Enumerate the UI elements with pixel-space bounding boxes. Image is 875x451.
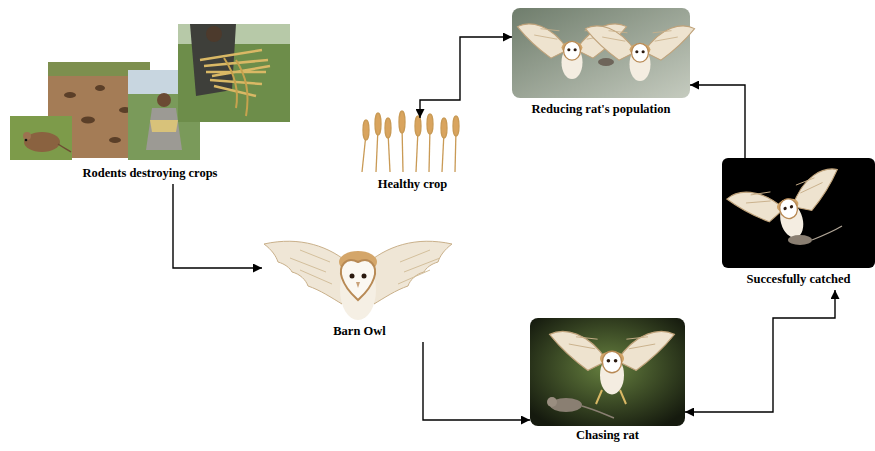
panel-caption: Rodents destroying crops <box>10 165 290 181</box>
barn-owl-picture-part <box>264 241 352 304</box>
rodent-collage-part <box>81 117 95 124</box>
caught-rat-picture-part <box>788 235 812 245</box>
rodent-collage-part <box>146 108 182 150</box>
panel-caption: Healthy crop <box>355 176 470 192</box>
caught-rat-picture-part <box>726 167 851 252</box>
owl-pair-picture-part <box>598 58 614 66</box>
barn-owl-picture-part <box>340 260 376 320</box>
rodent-collage-part <box>190 24 236 96</box>
picture-panel: Succesfully catched <box>722 158 875 290</box>
wheat-picture-part <box>385 118 391 138</box>
rodent-collage-part <box>95 85 105 91</box>
picture-area <box>262 232 457 322</box>
chasing-rat-picture-part <box>582 406 614 418</box>
barn-owl-picture-part <box>364 241 452 304</box>
panel-caption: Barn Owl <box>262 323 457 339</box>
rodent-collage <box>10 24 290 160</box>
picture-panel: Reducing rat's population <box>512 8 690 120</box>
rodent-collage-part <box>58 144 71 152</box>
flow-arrow <box>690 85 745 158</box>
chasing-rat-picture-part <box>550 331 675 394</box>
rodent-collage-part <box>24 132 60 152</box>
rodent-collage-part <box>178 24 290 122</box>
chasing-rat-picture-part <box>547 397 557 407</box>
picture-area <box>512 8 690 100</box>
panel-caption: Reducing rat's population <box>512 101 690 117</box>
wheat-picture-part <box>441 118 447 138</box>
rodent-collage-part <box>64 92 76 98</box>
flow-arrow <box>173 184 262 268</box>
picture-panel: Chasing rat <box>530 318 685 446</box>
flow-arrow <box>685 290 835 412</box>
picture-panel: Rodents destroying crops <box>10 22 290 184</box>
barn-owl-picture-part <box>356 282 360 288</box>
rodent-collage-part <box>200 50 270 96</box>
picture-area <box>10 22 290 164</box>
rodent-collage-part <box>206 26 222 42</box>
panel-caption: Succesfully catched <box>722 271 875 287</box>
rodent-collage-part <box>10 116 72 160</box>
wheat-picture-part <box>363 120 369 140</box>
caught-rat-picture-part <box>812 226 842 240</box>
rodent-collage-part <box>157 93 171 107</box>
wheat-picture <box>362 111 459 172</box>
rodent-collage-part <box>25 139 28 142</box>
caught-rat-picture-part <box>722 158 875 268</box>
chasing-rat-picture <box>530 318 685 426</box>
picture-area <box>530 318 685 426</box>
wheat-picture-part <box>415 116 421 136</box>
barn-owl-picture-part <box>341 260 375 300</box>
barn-owl-picture <box>264 241 452 320</box>
barn-owl-picture-part <box>350 274 355 279</box>
picture-area <box>722 158 875 270</box>
wheat-picture-part <box>453 116 459 136</box>
picture-panel: Barn Owl <box>262 232 457 342</box>
flow-arrow <box>420 37 512 118</box>
owl-pair-picture-part <box>585 26 694 81</box>
caught-rat-picture <box>722 158 875 268</box>
chasing-rat-picture-part <box>596 390 626 404</box>
rodent-collage-part <box>224 58 248 116</box>
rodent-collage-part <box>23 132 31 140</box>
flow-arrow <box>423 342 530 420</box>
panel-caption: Chasing rat <box>530 427 685 443</box>
wheat-picture-part <box>399 111 405 133</box>
chasing-rat-picture-part <box>530 318 685 426</box>
wheat-picture-part <box>427 114 433 134</box>
rodent-collage-part <box>109 137 121 143</box>
picture-area <box>355 118 470 175</box>
barn-owl-picture-part <box>362 274 367 279</box>
wheat-picture-part <box>375 113 381 135</box>
owl-pair-picture <box>512 8 695 98</box>
rodent-collage-part <box>150 120 178 132</box>
picture-panel: Healthy crop <box>355 118 470 195</box>
